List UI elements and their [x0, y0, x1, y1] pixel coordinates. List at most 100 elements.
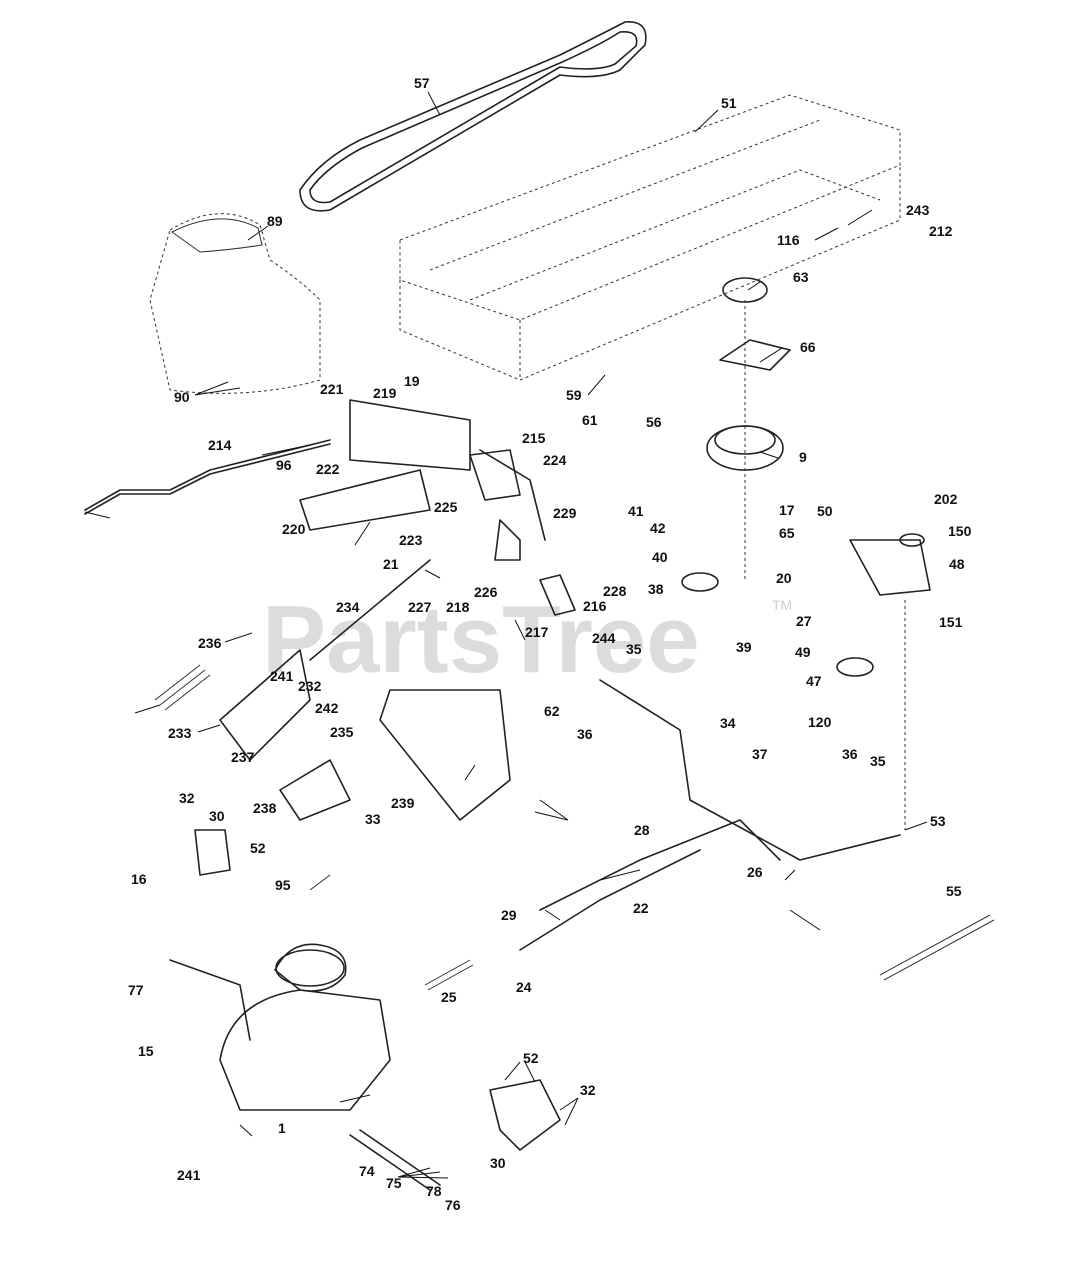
callout-234: 234	[336, 599, 360, 615]
callout-48: 48	[949, 556, 965, 572]
callout-40: 40	[652, 549, 668, 565]
callout-37: 37	[752, 746, 768, 762]
callout-229: 229	[553, 505, 577, 521]
callout-20: 20	[776, 570, 792, 586]
callout-47: 47	[806, 673, 822, 689]
callout-225: 225	[434, 499, 458, 515]
callout-16: 16	[131, 871, 147, 887]
leader-lines	[84, 91, 928, 1179]
watermark-trademark: TM	[772, 597, 792, 613]
callout-30: 30	[209, 808, 225, 824]
callout-227: 227	[408, 599, 432, 615]
transaxle	[169, 943, 441, 1191]
callout-241: 241	[270, 668, 294, 684]
callout-239: 239	[391, 795, 415, 811]
callout-labels: 57 51 89 243 116 212 63 66 59 56 61 90 2…	[128, 75, 972, 1213]
callout-217: 217	[525, 624, 549, 640]
callout-24: 24	[516, 979, 532, 995]
callout-28: 28	[634, 822, 650, 838]
callout-53: 53	[930, 813, 946, 829]
callout-237: 237	[231, 749, 255, 765]
callout-65: 65	[779, 525, 795, 541]
callout-90: 90	[174, 389, 190, 405]
frame	[399, 94, 901, 381]
callout-89: 89	[267, 213, 283, 229]
callout-233: 233	[168, 725, 192, 741]
callout-19: 19	[404, 373, 420, 389]
callout-57: 57	[414, 75, 430, 91]
callout-32: 32	[179, 790, 195, 806]
callout-22: 22	[633, 900, 649, 916]
callout-35: 35	[626, 641, 642, 657]
callout-27: 27	[796, 613, 812, 629]
callout-212: 212	[929, 223, 953, 239]
callout-25: 25	[441, 989, 457, 1005]
callout-236: 236	[198, 635, 222, 651]
callout-76: 76	[445, 1197, 461, 1213]
callout-51: 51	[721, 95, 737, 111]
callout-235: 235	[330, 724, 354, 740]
callout-244: 244	[592, 630, 616, 646]
drive-belt	[299, 21, 647, 212]
pedal-linkage	[84, 339, 931, 951]
callout-116: 116	[777, 232, 800, 248]
callout-41: 41	[628, 503, 644, 519]
callout-52b: 52	[523, 1050, 539, 1066]
callout-42: 42	[650, 520, 666, 536]
callout-243: 243	[906, 202, 930, 218]
callout-59: 59	[566, 387, 582, 403]
callout-215: 215	[522, 430, 546, 446]
callout-120: 120	[808, 714, 832, 730]
watermark-text: PartsTree	[262, 586, 700, 693]
callout-75: 75	[386, 1175, 402, 1191]
callout-77: 77	[128, 982, 144, 998]
callout-221: 221	[320, 381, 344, 397]
callout-39: 39	[736, 639, 752, 655]
callout-49: 49	[795, 644, 811, 660]
callout-219: 219	[373, 385, 397, 401]
callout-222: 222	[316, 461, 340, 477]
callout-232: 232	[298, 678, 322, 694]
callout-36: 36	[577, 726, 593, 742]
callout-223: 223	[399, 532, 423, 548]
callout-55: 55	[946, 883, 962, 899]
callout-74: 74	[359, 1163, 375, 1179]
callout-36b: 36	[842, 746, 858, 762]
callout-62: 62	[544, 703, 560, 719]
callout-78: 78	[426, 1183, 442, 1199]
callout-30b: 30	[490, 1155, 506, 1171]
callout-216: 216	[583, 598, 607, 614]
callout-151: 151	[939, 614, 963, 630]
pulleys	[681, 277, 925, 830]
callout-1: 1	[278, 1120, 286, 1136]
callout-202: 202	[934, 491, 958, 507]
callout-29: 29	[501, 907, 517, 923]
callout-32b: 32	[580, 1082, 596, 1098]
callout-220: 220	[282, 521, 306, 537]
callout-242: 242	[315, 700, 339, 716]
callout-241b: 241	[177, 1167, 201, 1183]
callout-52: 52	[250, 840, 266, 856]
callout-50: 50	[817, 503, 833, 519]
callout-9: 9	[799, 449, 807, 465]
callout-26: 26	[747, 864, 763, 880]
brackets	[194, 829, 561, 1151]
callout-150: 150	[948, 523, 972, 539]
callout-226: 226	[474, 584, 498, 600]
callout-228: 228	[603, 583, 627, 599]
springs	[309, 874, 995, 991]
callout-63: 63	[793, 269, 809, 285]
callout-33: 33	[365, 811, 381, 827]
callout-224: 224	[543, 452, 567, 468]
callout-35b: 35	[870, 753, 886, 769]
callout-15: 15	[138, 1043, 154, 1059]
callout-214: 214	[208, 437, 232, 453]
callout-21: 21	[383, 556, 399, 572]
callout-61: 61	[582, 412, 598, 428]
callout-34: 34	[720, 715, 736, 731]
callout-95: 95	[275, 877, 291, 893]
callout-66: 66	[800, 339, 816, 355]
callout-38: 38	[648, 581, 664, 597]
callout-238: 238	[253, 800, 277, 816]
